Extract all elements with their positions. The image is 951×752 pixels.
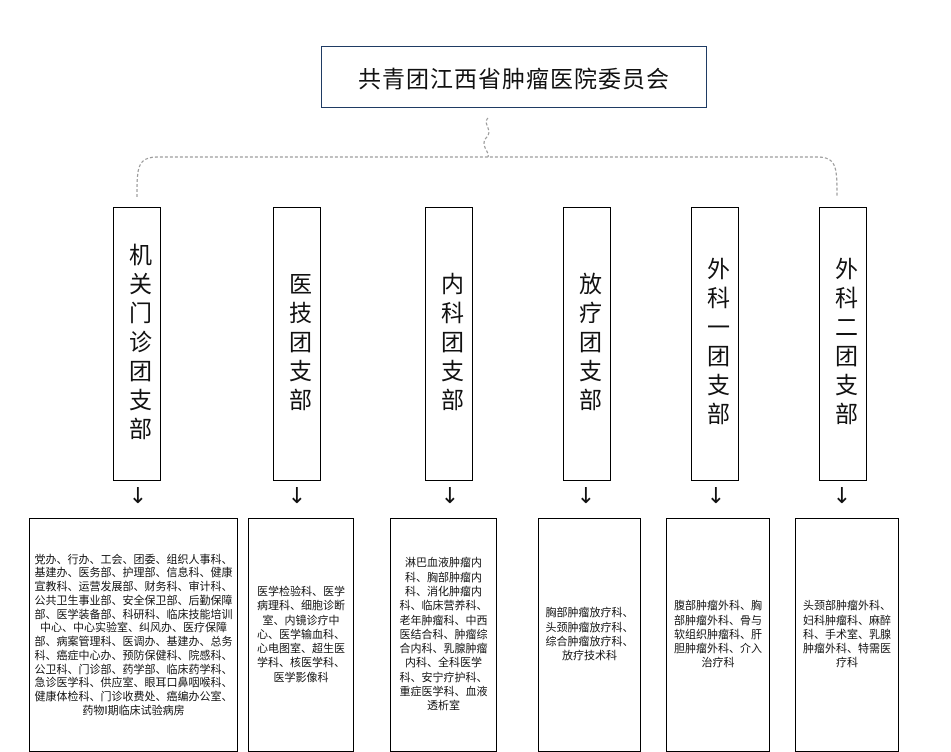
branch-detail-fangliao: 胸部肿瘤放疗科、头颈肿瘤放疗科、综合肿瘤放疗科、放疗技术科 xyxy=(538,518,641,752)
branch-members: 淋巴血液肿瘤内科、胸部肿瘤内科、消化肿瘤内科、临床营养科、老年肿瘤科、中西医结合… xyxy=(399,556,488,713)
down-arrow-icon: ↓ xyxy=(832,484,852,509)
branch-members: 党办、行办、工会、团委、组织人事科、基建办、医务部、护理部、信息科、健康宣教科、… xyxy=(34,552,233,717)
branch-members: 胸部肿瘤放疗科、头颈肿瘤放疗科、综合肿瘤放疗科、放疗技术科 xyxy=(545,606,634,663)
branch-box-fangliao: 放疗团支部 xyxy=(563,207,611,481)
down-arrow-icon: ↓ xyxy=(287,484,307,509)
branch-box-waike-yi: 外科一团支部 xyxy=(691,207,739,481)
down-arrow-icon: ↓ xyxy=(576,484,596,509)
branch-detail-jiguan-menzhen: 党办、行办、工会、团委、组织人事科、基建办、医务部、护理部、信息科、健康宣教科、… xyxy=(29,518,238,752)
root-title: 共青团江西省肿瘤医院委员会 xyxy=(358,67,670,93)
down-arrow-icon: ↓ xyxy=(706,484,726,509)
branch-title: 放疗团支部 xyxy=(574,271,601,417)
branch-box-yiji: 医技团支部 xyxy=(273,207,321,481)
branch-box-neike: 内科团支部 xyxy=(425,207,473,481)
branch-members: 头颈部肿瘤外科、妇科肿瘤科、麻醉科、手术室、乳腺肿瘤外科、特需医疗科 xyxy=(803,599,891,670)
branch-title: 机关门诊团支部 xyxy=(124,242,151,446)
down-arrow-icon: ↓ xyxy=(128,484,148,509)
branch-detail-neike: 淋巴血液肿瘤内科、胸部肿瘤内科、消化肿瘤内科、临床营养科、老年肿瘤科、中西医结合… xyxy=(390,518,497,752)
branch-detail-waike-yi: 腹部肿瘤外科、胸部肿瘤外科、骨与软组织肿瘤科、肝胆肿瘤外科、介入治疗科 xyxy=(666,518,770,752)
branch-box-waike-er: 外科二团支部 xyxy=(819,207,867,481)
branch-title: 外科二团支部 xyxy=(830,257,857,431)
branch-members: 腹部肿瘤外科、胸部肿瘤外科、骨与软组织肿瘤科、肝胆肿瘤外科、介入治疗科 xyxy=(674,599,762,670)
branch-title: 外科一团支部 xyxy=(702,257,729,431)
branch-box-jiguan-menzhen: 机关门诊团支部 xyxy=(113,207,161,481)
branch-members: 医学检验科、医学病理科、细胞诊断室、内镜诊疗中心、医学输血科、心电图室、超生医学… xyxy=(257,584,345,684)
branch-detail-yiji: 医学检验科、医学病理科、细胞诊断室、内镜诊疗中心、医学输血科、心电图室、超生医学… xyxy=(248,518,354,752)
root-organization-box: 共青团江西省肿瘤医院委员会 xyxy=(321,46,707,108)
branch-title: 医技团支部 xyxy=(284,271,311,417)
branch-title: 内科团支部 xyxy=(436,271,463,417)
down-arrow-icon: ↓ xyxy=(440,484,460,509)
branch-detail-waike-er: 头颈部肿瘤外科、妇科肿瘤科、麻醉科、手术室、乳腺肿瘤外科、特需医疗科 xyxy=(795,518,899,752)
